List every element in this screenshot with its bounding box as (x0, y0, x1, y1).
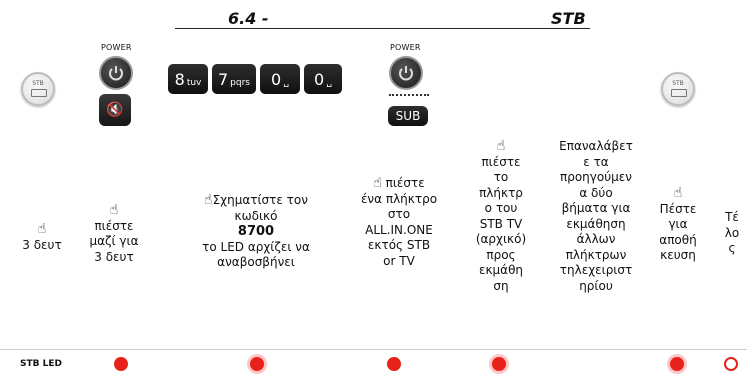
step-7-line: κευση (660, 248, 696, 262)
step-5-line: STB TV (479, 216, 523, 231)
key-0-number: 0 (314, 70, 325, 89)
header-left-title: 6.4 - (228, 9, 269, 28)
sub-button-icon: SUB (388, 106, 428, 126)
step-5-line: προς (486, 247, 516, 262)
key-0-first: 0␣ (260, 64, 300, 94)
step-3-line: Σχηματίστε τον (212, 193, 308, 207)
stb-button-icon: STB (21, 72, 55, 106)
step-4-line: πιέστε (385, 176, 425, 190)
step-6-line: πλήκτρων (565, 247, 627, 262)
hand-pointer-icon: ☝ (109, 202, 119, 218)
led-blinking-icon (670, 357, 684, 371)
step-8-line: ς (728, 241, 736, 255)
step-3-line: κωδικό (234, 208, 278, 223)
header-divider (175, 28, 590, 29)
step-4-line: εκτός STB (367, 238, 431, 252)
led-off-icon (724, 357, 738, 371)
step-5-line: πλήκτρ (479, 185, 523, 200)
step-2-line: μαζί για (89, 234, 139, 248)
mute-button-icon: 🔇 (99, 94, 131, 126)
step-2-line: πιέστε (94, 218, 134, 233)
step-6-line: ε τα (583, 154, 609, 169)
led-blinking-icon (250, 357, 264, 371)
step-8: Τέ λο ς (720, 210, 744, 257)
hand-pointer-icon: ☝ (496, 138, 506, 154)
step-3-code: 8700 (237, 224, 275, 239)
hand-pointer-icon: ☝ (204, 192, 213, 208)
power-button-icon (99, 56, 133, 90)
stb-icon-text: STB (32, 80, 44, 87)
power-label: POWER (101, 43, 132, 52)
step-3: ☝Σχηματίστε τον κωδικό 8700 το LED αρχίζ… (176, 192, 336, 271)
step-5-line: ση (493, 278, 509, 293)
step-6-line: Επαναλάβετ (559, 139, 633, 153)
key-0-letters: ␣ (283, 78, 289, 88)
led-label: STB LED (20, 359, 62, 369)
step-4: ☝ πιέστε ένα πλήκτρο στο ALL.IN.ONE εκτό… (344, 175, 454, 269)
led-on-icon (387, 357, 401, 371)
stb-icon-slot (671, 89, 687, 97)
hand-pointer-icon: ☝ (373, 175, 382, 191)
step-7-line: Πέστε (659, 201, 697, 216)
power-symbol-icon (399, 66, 413, 81)
key-0-number: 0 (271, 70, 282, 89)
step-6-line: άλλων (576, 232, 616, 246)
key-8-number: 8 (174, 70, 185, 89)
step-5-line: ο του (484, 201, 518, 215)
step-3-line: αναβοσβήνει (217, 255, 295, 269)
led-row-divider (0, 349, 747, 350)
led-blinking-icon (492, 357, 506, 371)
step-5-line: πιέστε (481, 154, 521, 169)
step-6-line: βήματα για (561, 201, 631, 215)
key-8-letters: tuv (186, 78, 202, 88)
step-6: Επαναλάβετ ε τα προηγούμεν α δύο βήματα … (540, 139, 652, 294)
step-4-line: ένα πλήκτρο (360, 191, 438, 206)
step-8-line: Τέ (725, 210, 739, 224)
step-6-line: α δύο (579, 185, 613, 200)
stb-icon-slot (31, 89, 47, 97)
dotted-separator (389, 94, 429, 96)
header-right-title: STB (551, 9, 586, 28)
step-7-line: για (668, 217, 688, 231)
hand-pointer-icon: ☝ (37, 221, 47, 237)
step-8-line: λο (724, 225, 740, 240)
step-1: ☝ 3 δευτ (12, 221, 72, 253)
step-6-line: ηρίου (579, 278, 613, 293)
step-2: ☝ πιέστε μαζί για 3 δευτ (74, 202, 154, 265)
hand-pointer-icon: ☝ (673, 185, 683, 201)
key-7-number: 7 (217, 70, 229, 89)
step-7-line: αποθή (659, 232, 697, 247)
step-6-line: εκμάθηση (566, 216, 626, 231)
step-7: ☝ Πέστε για αποθή κευση (652, 185, 704, 264)
step-6-line: προηγούμεν (560, 170, 632, 184)
step-5-line: το (493, 170, 509, 184)
power-button-icon-2 (389, 56, 423, 90)
step-4-line: or TV (383, 253, 415, 268)
led-on-icon (114, 357, 128, 371)
step-3-line: το LED αρχίζει να (202, 239, 310, 254)
key-0-second: 0␣ (304, 64, 342, 94)
step-5-line: (αρχικό) (475, 232, 527, 246)
step-2-line: 3 δευτ (94, 249, 134, 264)
step-4-line: στο (387, 207, 411, 221)
step-1-text: 3 δευτ (22, 237, 62, 252)
power-symbol-icon (109, 66, 123, 81)
stb-button-icon-right: STB (661, 72, 695, 106)
power-label-2: POWER (390, 43, 421, 52)
step-5: ☝ πιέστε το πλήκτρ ο του STB TV (αρχικό)… (466, 138, 536, 294)
key-7-letters: pqrs (230, 78, 250, 88)
step-4-line: ALL.IN.ONE (365, 222, 433, 237)
key-0-letters: ␣ (326, 78, 332, 88)
step-5-line: εκμάθη (478, 263, 524, 277)
step-6-line: τηλεχειριστ (559, 263, 633, 277)
stb-icon-text: STB (672, 80, 684, 87)
